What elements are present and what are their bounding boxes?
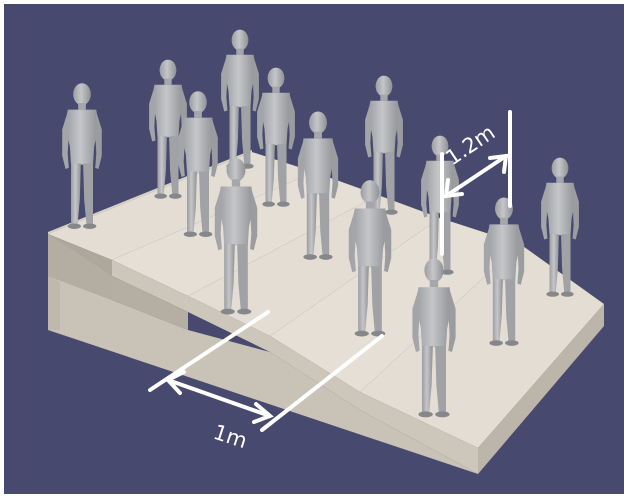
stadium-steps-diagram: 1m 1.2m (0, 0, 628, 498)
